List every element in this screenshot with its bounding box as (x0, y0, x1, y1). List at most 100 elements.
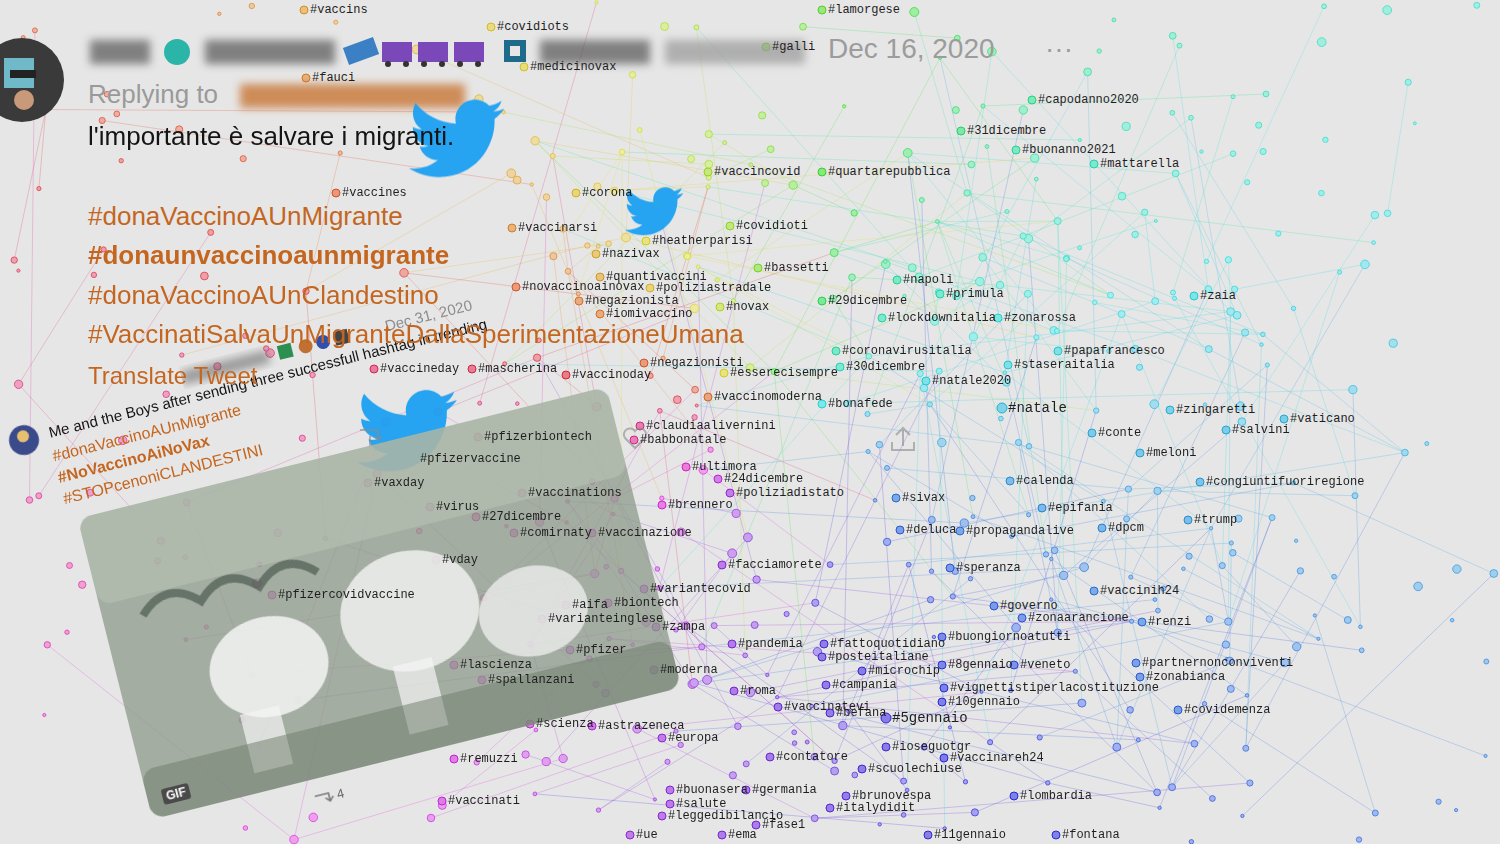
network-dot (1229, 541, 1233, 545)
hashtag-label: #epifania (1048, 501, 1113, 515)
hashtag-label: #zaia (1200, 289, 1236, 303)
network-edge (868, 452, 1016, 628)
network-dot (708, 447, 713, 452)
hashtag-label: #vaccincovid (714, 165, 800, 179)
network-edge (1235, 264, 1365, 289)
hashtag-label: #lockdownitalia (888, 311, 996, 325)
hashtag-label: #congiuntifuoriregione (1206, 475, 1364, 489)
network-dot (1150, 400, 1159, 409)
network-dot (696, 265, 700, 269)
network-dot (14, 380, 22, 388)
translate-link: Translate Tweet (88, 362, 257, 390)
hashtag-label: #mascherina (478, 362, 557, 376)
network-dot (1263, 91, 1269, 97)
hashtag-label: #zingaretti (1176, 403, 1255, 417)
network-dot (1338, 270, 1342, 274)
hashtag-label: #deluca (906, 523, 956, 537)
network-dot (1209, 527, 1212, 530)
network-dot (606, 241, 612, 247)
network-dot (963, 780, 967, 784)
network-edge (956, 52, 992, 296)
hashtag-label: #lamorgese (828, 3, 900, 17)
hashtag-label: #salute (676, 797, 726, 811)
network-edge (1388, 82, 1409, 213)
hashtag-label: #ema (728, 828, 757, 842)
hashtag: #donaVaccinoAUnClandestino (88, 280, 439, 311)
network-dot (976, 277, 985, 286)
network-dot (1291, 306, 1295, 310)
network-dot (1130, 619, 1134, 623)
network-edge (1132, 621, 1486, 756)
hashtag-node-dot (626, 831, 634, 839)
tweet-date: Dec 16, 2020 (828, 33, 995, 65)
network-dot (1169, 32, 1176, 39)
network-dot (1054, 218, 1061, 225)
network-dot (948, 726, 951, 729)
network-dot (800, 23, 807, 30)
network-dot (910, 8, 919, 17)
network-dot (908, 264, 916, 272)
hashtag-node-dot (714, 475, 722, 483)
network-dot (1413, 122, 1416, 125)
hashtag-node-dot (300, 6, 308, 14)
hashtag-node-dot (766, 753, 774, 761)
hashtag-label: #vaccinazione (598, 526, 692, 540)
hashtag-node-dot (1018, 614, 1026, 622)
network-dot (218, 12, 221, 15)
network-dot (969, 333, 977, 341)
hashtag-node-dot (818, 653, 826, 661)
hashtag-node-dot (332, 189, 340, 197)
network-dot (688, 156, 695, 163)
hashtag-node-dot (997, 403, 1007, 413)
hashtag-label: #covidemenza (1184, 703, 1270, 717)
hashtag-node-dot (1006, 477, 1014, 485)
hashtag-label: #poliziadistato (736, 486, 844, 500)
hashtag-node-dot (818, 168, 826, 176)
network-edge (1211, 528, 1228, 621)
network-dot (1152, 298, 1159, 305)
hashtag-label: #ultimora (692, 460, 757, 474)
hashtag-node-dot (858, 765, 866, 773)
hashtag-label: #microchip (868, 664, 940, 678)
network-dot (299, 435, 305, 441)
network-dot (935, 220, 939, 224)
network-edge (940, 58, 1029, 447)
hashtag-node-dot (1174, 706, 1182, 714)
network-dot (706, 185, 710, 189)
hashtag-node-dot (1280, 415, 1288, 423)
network-dot (11, 257, 17, 263)
network-edge (834, 222, 937, 253)
network-dot (952, 107, 959, 114)
network-dot (1027, 513, 1031, 517)
network-dot (17, 269, 20, 272)
network-dot (1154, 789, 1161, 796)
network-dot (1019, 106, 1027, 114)
network-dot (1256, 122, 1262, 128)
hashtag-node-dot (572, 189, 580, 197)
network-dot (1276, 231, 1281, 236)
network-edge (662, 498, 736, 513)
hashtag-label: #conte (1098, 426, 1141, 440)
network-dot (1113, 743, 1121, 751)
network-dot (805, 740, 809, 744)
network-edge (885, 262, 1135, 350)
network-dot (542, 758, 550, 766)
network-dot (1132, 231, 1139, 238)
hashtag-node-dot (1004, 361, 1012, 369)
hashtag-label: #24dicembre (724, 472, 803, 486)
network-dot (866, 449, 870, 453)
hashtag-label: #fontana (1062, 828, 1120, 842)
hashtag-node-dot (1054, 347, 1062, 355)
network-dot (1265, 363, 1269, 367)
hashtag-label: #negazionista (585, 294, 679, 308)
hashtag-label: #galli (772, 40, 815, 54)
network-edge (1176, 173, 1262, 344)
network-dot (1383, 6, 1392, 15)
network-dot (1186, 553, 1192, 559)
network-dot (766, 673, 769, 676)
network-edge (615, 158, 1035, 191)
network-dot (1233, 311, 1241, 319)
network-edge (1054, 330, 1263, 334)
network-edge (1057, 46, 1180, 331)
network-dot (927, 402, 932, 407)
